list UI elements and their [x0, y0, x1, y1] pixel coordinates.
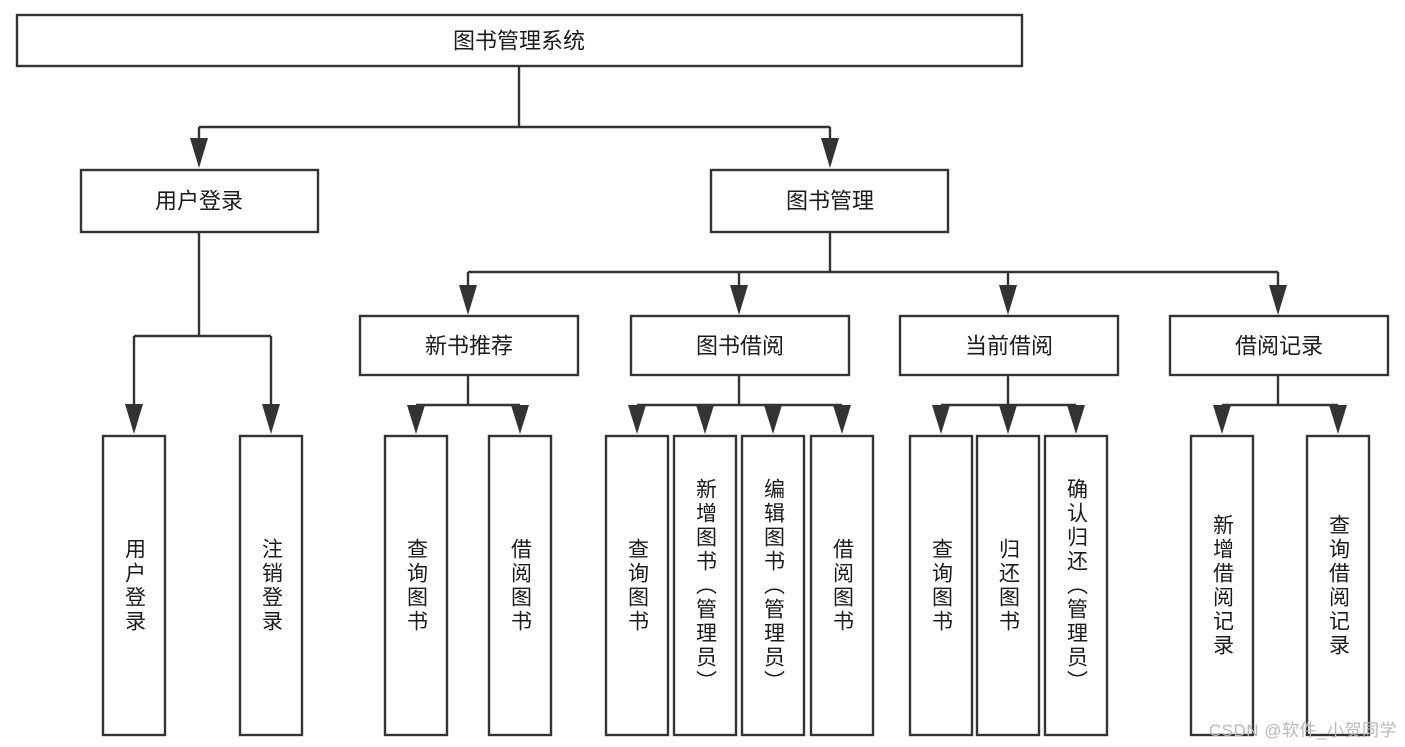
- arrow-to-current-borrow: [999, 285, 1017, 315]
- node-book-borrow[interactable]: 图书借阅: [629, 314, 851, 377]
- node-book-borrow-box[interactable]: [629, 314, 851, 377]
- node-leaf-query-record-box[interactable]: [1305, 434, 1371, 737]
- node-leaf-query-book-1[interactable]: 查询图书: [383, 434, 449, 737]
- node-leaf-edit-book[interactable]: 编辑图书（管理员）: [740, 434, 806, 737]
- node-leaf-logout-login-box[interactable]: [238, 434, 304, 737]
- arrow-to-book-manage: [821, 138, 839, 168]
- node-leaf-add-record[interactable]: 新增借阅记录: [1189, 434, 1255, 737]
- arrow-leaf-user-login: [125, 404, 143, 434]
- arrow-to-borrow-record: [1269, 285, 1287, 315]
- node-leaf-logout-login-label: 注销登录: [260, 538, 284, 634]
- node-new-book-recommend[interactable]: 新书推荐: [358, 314, 580, 377]
- node-leaf-add-book-label: 新增图书（管理员）: [694, 478, 718, 694]
- node-leaf-confirm-return-label: 确认归还（管理员）: [1065, 478, 1089, 694]
- node-leaf-confirm-return[interactable]: 确认归还（管理员）: [1043, 434, 1109, 737]
- node-leaf-query-book-2[interactable]: 查询图书: [604, 434, 670, 737]
- node-leaf-return-book-label: 归还图书: [997, 538, 1021, 634]
- arrow-leaf-return-book: [999, 405, 1017, 434]
- node-leaf-add-book-box[interactable]: [672, 434, 738, 737]
- node-book-borrow-label: 图书借阅: [696, 334, 784, 359]
- arrow-to-book-borrow: [730, 285, 748, 315]
- node-borrow-record-label: 借阅记录: [1235, 334, 1323, 359]
- arrow-leaf-add-book: [696, 405, 714, 434]
- node-leaf-borrow-book-1-label: 借阅图书: [509, 538, 533, 634]
- node-book-manage[interactable]: 图书管理: [709, 168, 950, 234]
- node-borrow-record[interactable]: 借阅记录: [1168, 314, 1390, 377]
- node-leaf-add-record-box[interactable]: [1189, 434, 1255, 737]
- arrow-leaf-confirm-return: [1067, 405, 1085, 434]
- node-root[interactable]: 图书管理系统: [15, 13, 1024, 68]
- node-leaf-borrow-book-1-box[interactable]: [487, 434, 553, 737]
- node-leaf-query-book-3[interactable]: 查询图书: [908, 434, 974, 737]
- node-leaf-confirm-return-box[interactable]: [1043, 434, 1109, 737]
- node-leaf-query-book-3-label: 查询图书: [930, 538, 954, 634]
- node-leaf-query-record[interactable]: 查询借阅记录: [1305, 434, 1371, 737]
- node-root-box[interactable]: [15, 13, 1024, 68]
- node-current-borrow[interactable]: 当前借阅: [898, 314, 1120, 377]
- node-leaf-query-record-label: 查询借阅记录: [1327, 514, 1351, 658]
- node-borrow-record-box[interactable]: [1168, 314, 1390, 377]
- arrow-to-user-login: [190, 138, 208, 168]
- arrow-leaf-borrow-book-2: [833, 405, 851, 434]
- node-leaf-user-login-label: 用户登录: [123, 538, 147, 634]
- node-leaf-return-book-box[interactable]: [975, 434, 1041, 737]
- node-leaf-query-book-2-label: 查询图书: [626, 538, 650, 634]
- node-user-login[interactable]: 用户登录: [79, 168, 320, 234]
- node-book-manage-box[interactable]: [709, 168, 950, 234]
- connector-layer: [125, 66, 1347, 434]
- node-leaf-query-book-1-box[interactable]: [383, 434, 449, 737]
- node-new-book-recommend-box[interactable]: [358, 314, 580, 377]
- node-user-login-label: 用户登录: [155, 189, 243, 214]
- node-leaf-query-book-1-label: 查询图书: [405, 538, 429, 634]
- arrow-to-new-book-recommend: [459, 285, 477, 315]
- node-leaf-user-login-box[interactable]: [101, 434, 167, 737]
- node-leaf-query-book-2-box[interactable]: [604, 434, 670, 737]
- node-leaf-edit-book-box[interactable]: [740, 434, 806, 737]
- node-leaf-borrow-book-2[interactable]: 借阅图书: [809, 434, 875, 737]
- node-leaf-borrow-book-2-label: 借阅图书: [831, 538, 855, 634]
- arrow-leaf-add-record: [1213, 405, 1231, 434]
- csdn-watermark: CSDN @软件_小贺同学: [1208, 721, 1397, 740]
- arrow-leaf-query-record: [1329, 405, 1347, 434]
- node-new-book-recommend-label: 新书推荐: [425, 334, 513, 359]
- node-leaf-logout-login[interactable]: 注销登录: [238, 434, 304, 737]
- arrow-leaf-query-book-3: [932, 405, 950, 434]
- arrow-leaf-query-book-2: [628, 405, 646, 434]
- arrow-leaf-borrow-book-1: [511, 405, 529, 434]
- arrow-leaf-query-book-1: [407, 405, 425, 434]
- node-leaf-borrow-book-2-box[interactable]: [809, 434, 875, 737]
- node-leaf-edit-book-label: 编辑图书（管理员）: [762, 478, 786, 694]
- node-leaf-user-login[interactable]: 用户登录: [101, 434, 167, 737]
- node-leaf-query-book-3-box[interactable]: [908, 434, 974, 737]
- node-current-borrow-label: 当前借阅: [965, 334, 1053, 359]
- node-user-login-box[interactable]: [79, 168, 320, 234]
- node-current-borrow-box[interactable]: [898, 314, 1120, 377]
- node-book-manage-label: 图书管理: [786, 189, 874, 214]
- arrow-leaf-edit-book: [764, 405, 782, 434]
- node-leaf-add-record-label: 新增借阅记录: [1211, 514, 1235, 658]
- node-root-label: 图书管理系统: [453, 29, 585, 54]
- node-leaf-return-book[interactable]: 归还图书: [975, 434, 1041, 737]
- node-leaf-add-book[interactable]: 新增图书（管理员）: [672, 434, 738, 737]
- node-leaf-borrow-book-1[interactable]: 借阅图书: [487, 434, 553, 737]
- arrow-leaf-logout-login: [262, 404, 280, 434]
